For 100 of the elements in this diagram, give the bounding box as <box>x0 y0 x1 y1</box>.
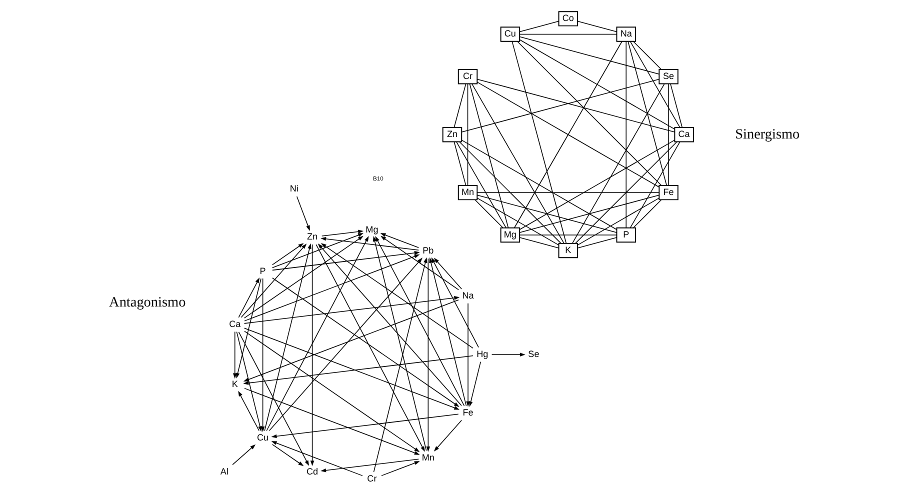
arrow <box>236 330 262 432</box>
arrow <box>318 243 462 406</box>
node-box: Cr <box>458 68 478 84</box>
node-box: Zn <box>442 126 462 142</box>
connector <box>476 81 660 188</box>
arrow <box>320 458 420 472</box>
arrow <box>232 444 256 465</box>
arrow <box>466 302 470 406</box>
arrow <box>244 327 460 410</box>
node-text: Zn <box>307 231 318 242</box>
connector <box>467 83 468 186</box>
connector <box>519 236 559 248</box>
arrow <box>266 236 369 431</box>
node-box: Cu <box>500 26 520 42</box>
arrow <box>434 419 462 451</box>
connector <box>469 83 509 228</box>
node-text: P <box>260 265 266 276</box>
arrow <box>272 232 364 268</box>
connector <box>519 234 618 235</box>
arrow <box>260 278 265 432</box>
arrow <box>272 250 420 270</box>
connector <box>628 40 667 186</box>
arrow <box>238 390 260 431</box>
node-box: K <box>558 242 578 258</box>
arrow <box>272 242 304 265</box>
connector <box>577 20 618 32</box>
arrow <box>244 296 460 324</box>
node-box: Na <box>616 26 636 42</box>
node-text: Cr <box>367 473 377 484</box>
node-box: Co <box>558 10 578 26</box>
connector <box>519 20 559 32</box>
node-box: Se <box>658 68 678 84</box>
connector <box>519 33 618 34</box>
arrow <box>236 278 262 378</box>
arrow <box>272 277 460 407</box>
arrow <box>240 243 307 318</box>
node-box: P <box>616 226 636 242</box>
arrow <box>320 242 474 348</box>
connector <box>630 40 680 128</box>
arrow <box>296 196 310 230</box>
arrow <box>434 257 462 289</box>
connector <box>519 36 660 74</box>
connector <box>512 40 567 244</box>
arrow <box>268 257 422 430</box>
arrow <box>468 360 482 406</box>
arrow <box>243 298 459 381</box>
arrow <box>232 330 237 378</box>
connector <box>476 194 617 232</box>
connector <box>514 40 622 228</box>
arrow <box>271 440 363 476</box>
node-box: Fe <box>658 184 678 200</box>
label: Antagonismo <box>109 294 186 310</box>
connector <box>456 140 506 228</box>
arrow <box>243 354 474 384</box>
arrow <box>380 235 460 290</box>
connector <box>633 40 662 70</box>
connector <box>633 198 662 228</box>
arrow <box>381 460 420 476</box>
connector <box>668 83 669 186</box>
arrow <box>271 413 459 438</box>
arrow <box>372 236 427 451</box>
node-text: Ni <box>290 183 298 194</box>
connector <box>454 83 466 128</box>
arrow <box>310 244 314 466</box>
node-text: Cu <box>257 432 269 442</box>
node-text: Al <box>220 466 228 476</box>
node-box: Mn <box>458 184 478 200</box>
label: Sinergismo <box>735 126 800 142</box>
node-text: Fe <box>462 406 474 417</box>
arrow <box>244 235 364 318</box>
connector <box>577 236 618 248</box>
arrow <box>380 232 420 248</box>
arrow <box>373 256 428 472</box>
arrow <box>238 331 310 466</box>
arrow <box>238 277 260 318</box>
node-text: Na <box>462 290 474 300</box>
connector <box>575 140 678 244</box>
node-text: Pb <box>422 245 434 256</box>
arrow <box>491 352 526 356</box>
arrow <box>375 236 465 406</box>
node-box: Mg <box>500 226 520 242</box>
arrow <box>316 244 425 452</box>
arrow <box>272 444 304 466</box>
connector <box>519 38 675 129</box>
connector <box>577 197 660 245</box>
node-text: Se <box>528 348 540 359</box>
node-text: Mg <box>366 224 378 234</box>
arrow <box>429 256 467 406</box>
connector <box>476 197 560 245</box>
node-text: Mn <box>422 452 434 462</box>
connector <box>472 83 564 244</box>
connector <box>519 194 660 232</box>
connector <box>459 140 562 244</box>
connector <box>630 140 680 228</box>
arrow <box>264 242 312 431</box>
arrow <box>244 330 420 452</box>
node-text: Ca <box>229 318 241 328</box>
connector <box>454 141 466 186</box>
node-text: Cd <box>306 466 318 476</box>
connector <box>461 139 617 230</box>
